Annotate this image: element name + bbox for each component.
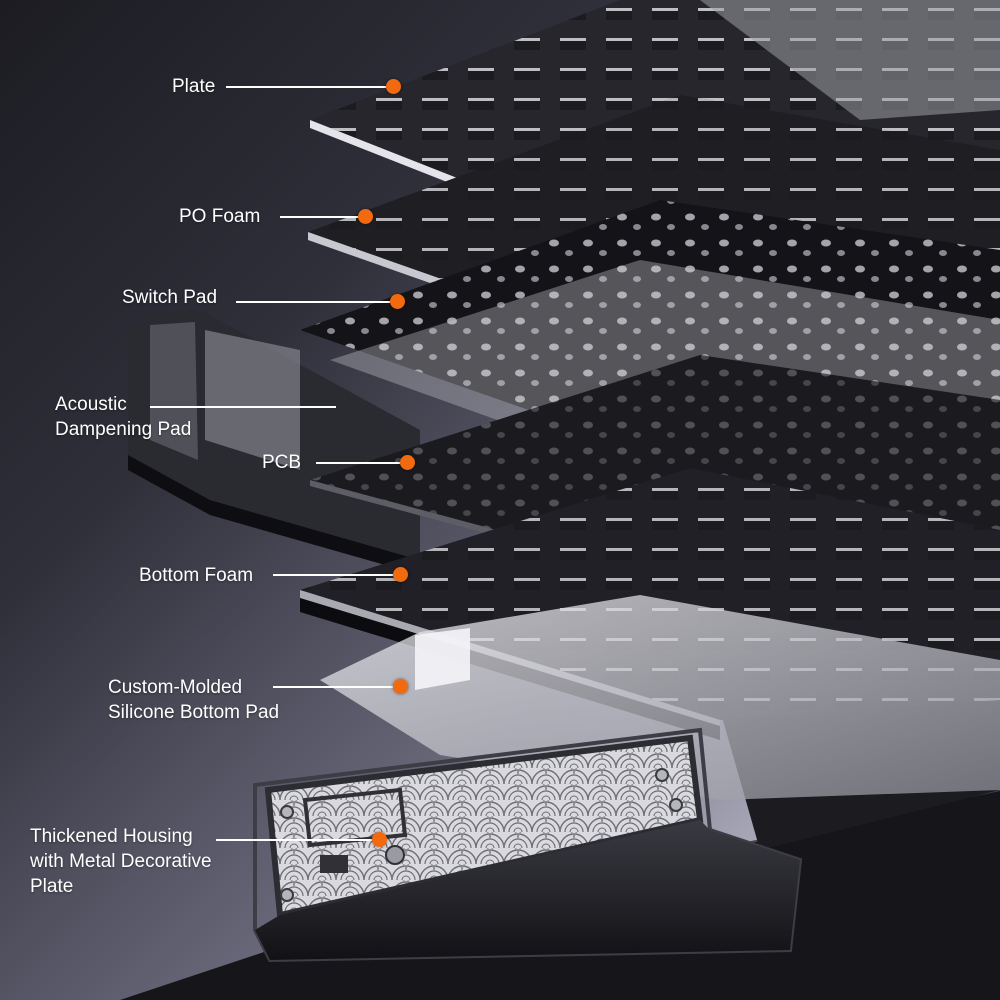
bottom-foam-leader-line xyxy=(273,574,393,576)
silicone-bottom-pad-label: Custom-Molded Silicone Bottom Pad xyxy=(108,677,280,723)
housing-marker-dot xyxy=(371,831,387,847)
plate-marker-dot xyxy=(385,78,401,94)
acoustic-dampening-pad-label: Acoustic Dampening Pad xyxy=(55,394,192,440)
bottom-foam-label: Bottom Foam xyxy=(139,565,254,586)
plate-label: Plate xyxy=(172,76,216,97)
bottom-foam-marker-dot xyxy=(392,566,408,582)
switch-pad-marker-dot xyxy=(389,293,405,309)
acoustic-dampening-pad-leader-line xyxy=(150,406,336,408)
plate-leader-line xyxy=(226,86,386,88)
silicone-bottom-pad-leader-line xyxy=(273,686,393,688)
pcb-marker-dot xyxy=(399,454,415,470)
silicone-bottom-pad-marker-dot xyxy=(392,678,408,694)
switch-pad-label: Switch Pad xyxy=(122,287,218,308)
housing-leader-line xyxy=(216,839,372,841)
pcb-leader-line xyxy=(316,462,400,464)
housing-label: Thickened Housing with Metal Decorative … xyxy=(30,826,212,897)
po-foam-leader-line xyxy=(280,216,358,218)
po-foam-marker-dot xyxy=(357,208,373,224)
switch-pad-leader-line xyxy=(236,301,390,303)
po-foam-label: PO Foam xyxy=(179,206,261,227)
pcb-label: PCB xyxy=(262,452,302,473)
